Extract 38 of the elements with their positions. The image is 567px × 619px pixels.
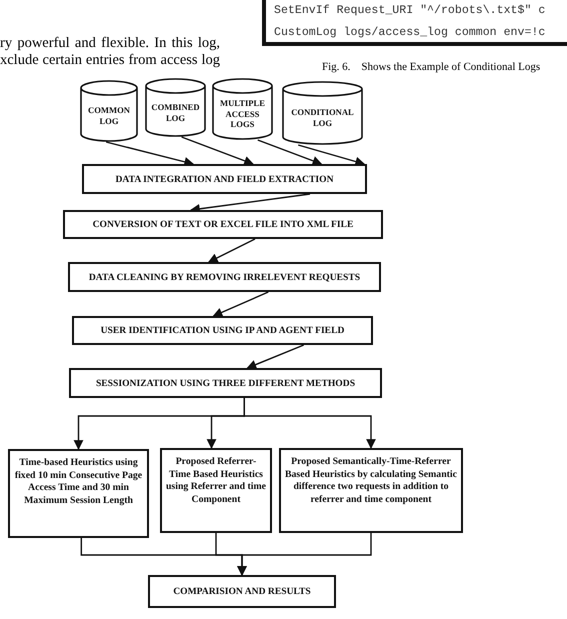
arrow — [298, 144, 366, 166]
arrow — [208, 238, 256, 263]
node-label: DATA CLEANING BY REMOVING IRRELEVENT REQUESTS — [88, 272, 360, 282]
node-label: Proposed Semantically-Time-Referrer Based Heuristics by calculating Semantic difference two requests in addition to referrer and time component — [284, 456, 458, 507]
node-label: DATA INTEGRATION AND FIELD EXTRACTION — [115, 174, 334, 184]
arrow — [237, 533, 372, 576]
node-label: MULTIPLE ACCESS LOGS — [218, 98, 266, 130]
process-box — [160, 448, 272, 533]
arrow — [212, 291, 269, 317]
database-cylinder — [282, 81, 363, 145]
process-box — [82, 164, 367, 194]
code-line: SetEnvIf Request_URI "^/robots\.txt$" c — [274, 4, 546, 17]
node-label: COMMON LOG — [86, 105, 131, 127]
process-box — [63, 210, 383, 239]
database-cylinder — [80, 80, 138, 142]
node-label: Proposed Referrer-Time Based Heuristics using Referrer and time Component — [165, 456, 267, 507]
node-label: Time-based Heuristics using fixed 10 min Consecutive Page Access Time and 30 min Maximum Session Length — [14, 457, 144, 508]
process-box — [72, 316, 373, 345]
node-label: COMPARISION AND RESULTS — [173, 586, 311, 597]
body-paragraph: ry powerful and flexible. In this log, xclude certain entries from access log — [0, 35, 220, 69]
process-box — [68, 262, 381, 292]
process-box — [69, 368, 382, 398]
node-label: SESSIONIZATION USING THREE DIFFERENT METHODS — [96, 378, 356, 388]
node-label: COMBINED LOG — [150, 102, 201, 124]
process-box — [279, 448, 463, 533]
process-box — [148, 575, 336, 608]
arrow — [181, 136, 254, 166]
figure-caption: Fig. 6. Shows the Example of Conditional Logs — [322, 61, 540, 73]
arrow — [258, 139, 322, 166]
database-cylinder — [145, 78, 206, 137]
database-cylinder — [212, 78, 273, 140]
arrow — [246, 344, 304, 370]
process-box — [8, 449, 149, 538]
node-label: CONDITIONAL LOG — [290, 107, 355, 129]
node-label: USER IDENTIFICATION USING IP AND AGENT FIELD — [100, 325, 344, 336]
arrow — [106, 141, 194, 167]
code-line: CustomLog logs/access_log common env=!c — [274, 26, 546, 39]
node-label: CONVERSION OF TEXT OR EXCEL FILE INTO XML FILE — [92, 219, 354, 230]
